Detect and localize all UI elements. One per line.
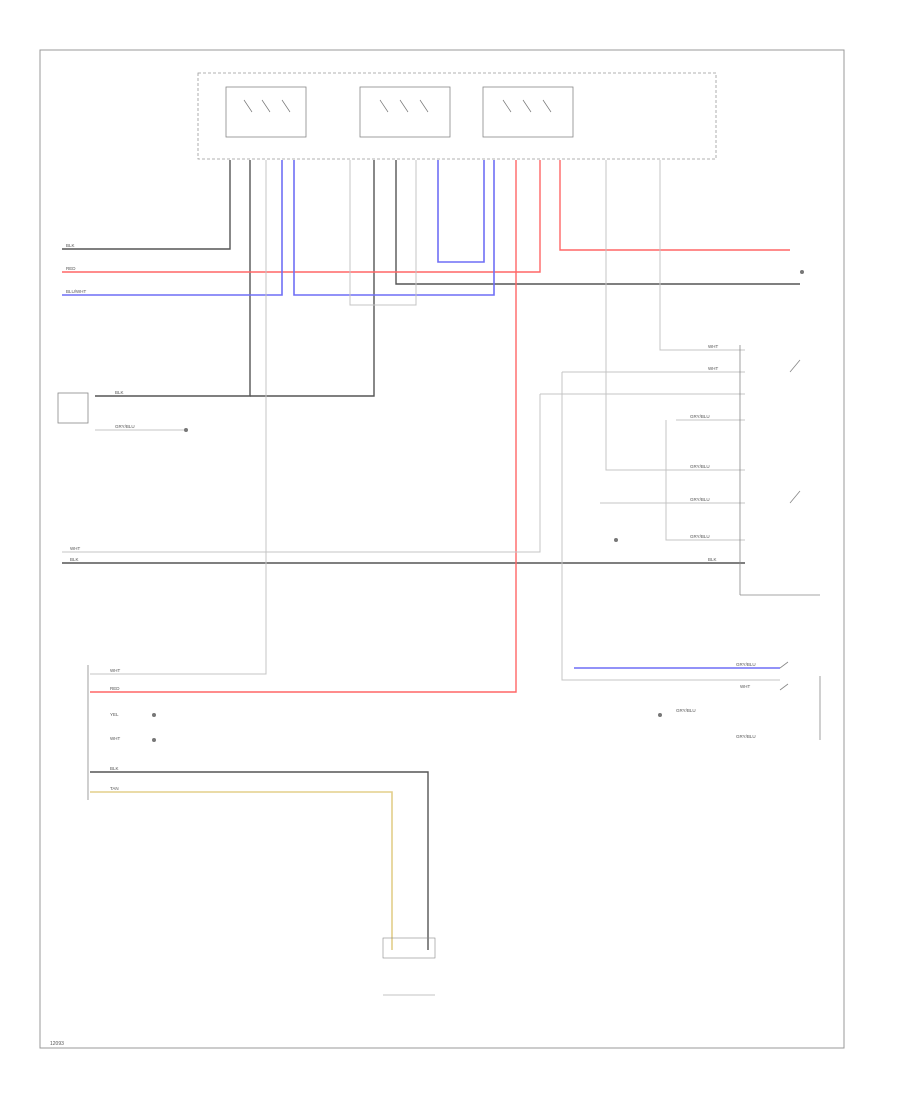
label-r-blk: BLK: [708, 557, 717, 562]
wire-top-black: [62, 160, 231, 250]
red-wires: [62, 160, 790, 693]
wire-blue-loop: [437, 160, 485, 263]
wire-tan: [90, 791, 393, 950]
label-bl-wht2: WHT: [110, 736, 120, 741]
diagram-code: 12093: [50, 1041, 64, 1047]
relay-box-3: [482, 86, 574, 138]
wire-bottom-black: [90, 771, 429, 950]
sensor-block: [57, 392, 89, 424]
label-bl-wht: WHT: [110, 668, 120, 673]
blue-wires: [62, 160, 780, 669]
label-bl-blk: BLK: [110, 766, 119, 771]
label-r-sig2: GRY/BLU: [690, 464, 710, 469]
label-br-blue: GRY/BLU: [736, 662, 756, 667]
label-relay-left-black: BLK: [115, 390, 124, 395]
black-wires: [62, 160, 800, 950]
label-bl-tan: TAN: [110, 786, 119, 791]
label-mid-black: BLK: [70, 557, 79, 562]
wire-blue-2: [293, 160, 495, 296]
ground-point-1: [184, 428, 188, 432]
label-top-blue: BLU/WHT: [66, 289, 87, 294]
right-connector: [739, 345, 820, 596]
wire-center-black: [395, 160, 800, 285]
label-br-sig2: GRY/BLU: [736, 734, 756, 739]
control-module-box: [197, 72, 717, 160]
label-r-sig3: GRY/BLU: [690, 497, 710, 502]
label-br-wht: WHT: [740, 684, 750, 689]
label-bl-red: RED: [110, 686, 120, 691]
label-r-wht2: WHT: [708, 366, 718, 371]
relay-box-2: [359, 86, 451, 138]
label-bl-yel: YEL: [110, 712, 119, 717]
label-br-sig1: GRY/BLU: [676, 708, 696, 713]
wire-relay-left-black: [95, 160, 251, 397]
wire-right-red: [559, 160, 790, 251]
diagram-frame: [39, 49, 845, 1049]
label-r-sig1: GRY/BLU: [690, 414, 710, 419]
gray-wires: [62, 160, 780, 681]
label-top-red: RED: [66, 266, 76, 271]
relay-box-1: [225, 86, 307, 138]
label-relay-left-sig: GRY/BLU: [115, 424, 135, 429]
relay-contacts: [243, 99, 552, 113]
wire-top-blue: [62, 160, 283, 296]
label-r-wht1: WHT: [708, 344, 718, 349]
label-mid-white: WHT: [70, 546, 80, 551]
wire-long-red: [90, 160, 517, 693]
right-bottom-connector: [779, 661, 821, 740]
wire-relay-left-black-2: [250, 160, 375, 397]
wire-labels: BLK RED BLU/WHT BLK GRY/BLU WHT BLK WHT …: [66, 243, 756, 791]
bottom-connector: [382, 937, 436, 959]
label-r-sig4: GRY/BLU: [690, 534, 710, 539]
label-top-black: BLK: [66, 243, 75, 248]
splice-points: [152, 270, 804, 742]
wire-top-red: [62, 160, 541, 273]
